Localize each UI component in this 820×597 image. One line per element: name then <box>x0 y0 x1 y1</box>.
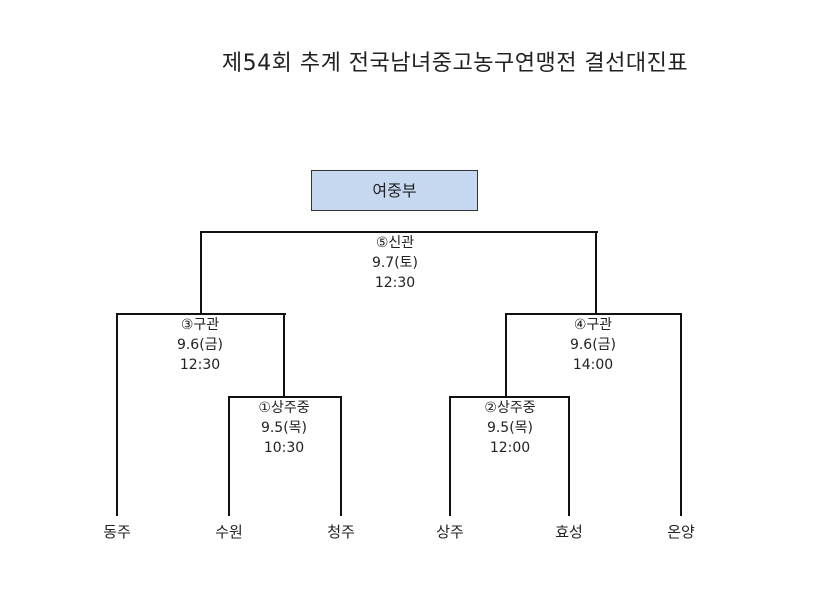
bracket-line <box>450 396 570 398</box>
bracket-line <box>449 396 451 516</box>
bracket-line <box>568 396 570 516</box>
match-time: 12:00 <box>489 440 531 456</box>
team-label: 효성 <box>555 523 583 541</box>
match-venue: ⑤신관 <box>375 235 415 251</box>
match-venue: ①상주중 <box>258 400 310 416</box>
page-title: 제54회 추계 전국남녀중고농구연맹전 결선대진표 <box>221 51 689 76</box>
bracket-line <box>680 313 682 516</box>
match-semi-right-info: ④구관 9.6(금) 14:00 <box>533 315 653 375</box>
match-date: 9.6(금) <box>176 337 224 353</box>
bracket-line <box>116 313 118 516</box>
team-label: 청주 <box>327 523 355 541</box>
match-venue: ②상주중 <box>484 400 536 416</box>
match-final-info: ⑤신관 9.7(토) 12:30 <box>335 233 455 293</box>
match-time: 14:00 <box>572 357 614 373</box>
match-2-info: ②상주중 9.5(목) 12:00 <box>450 398 570 458</box>
bracket-line <box>228 396 230 516</box>
match-venue: ③구관 <box>180 317 220 333</box>
team-label: 동주 <box>103 523 131 541</box>
bracket-line <box>229 396 342 398</box>
team-label: 온양 <box>667 523 695 541</box>
match-time: 12:30 <box>374 275 416 291</box>
match-date: 9.7(토) <box>371 255 419 271</box>
match-date: 9.5(목) <box>260 420 308 436</box>
match-time: 10:30 <box>263 440 305 456</box>
bracket-line <box>505 313 507 398</box>
bracket-line <box>506 313 682 315</box>
match-date: 9.5(목) <box>486 420 534 436</box>
match-venue: ④구관 <box>573 317 613 333</box>
bracket-line <box>340 396 342 516</box>
bracket-line <box>200 231 202 315</box>
bracket-line <box>201 231 598 233</box>
match-1-info: ①상주중 9.5(목) 10:30 <box>224 398 344 458</box>
bracket-line <box>595 231 597 315</box>
team-label: 상주 <box>436 523 464 541</box>
match-date: 9.6(금) <box>569 337 617 353</box>
division-label: 여중부 <box>311 170 478 211</box>
bracket-line <box>283 313 285 398</box>
team-label: 수원 <box>215 523 243 541</box>
match-time: 12:30 <box>179 357 221 373</box>
match-semi-left-info: ③구관 9.6(금) 12:30 <box>140 315 260 375</box>
bracket-line <box>117 313 286 315</box>
